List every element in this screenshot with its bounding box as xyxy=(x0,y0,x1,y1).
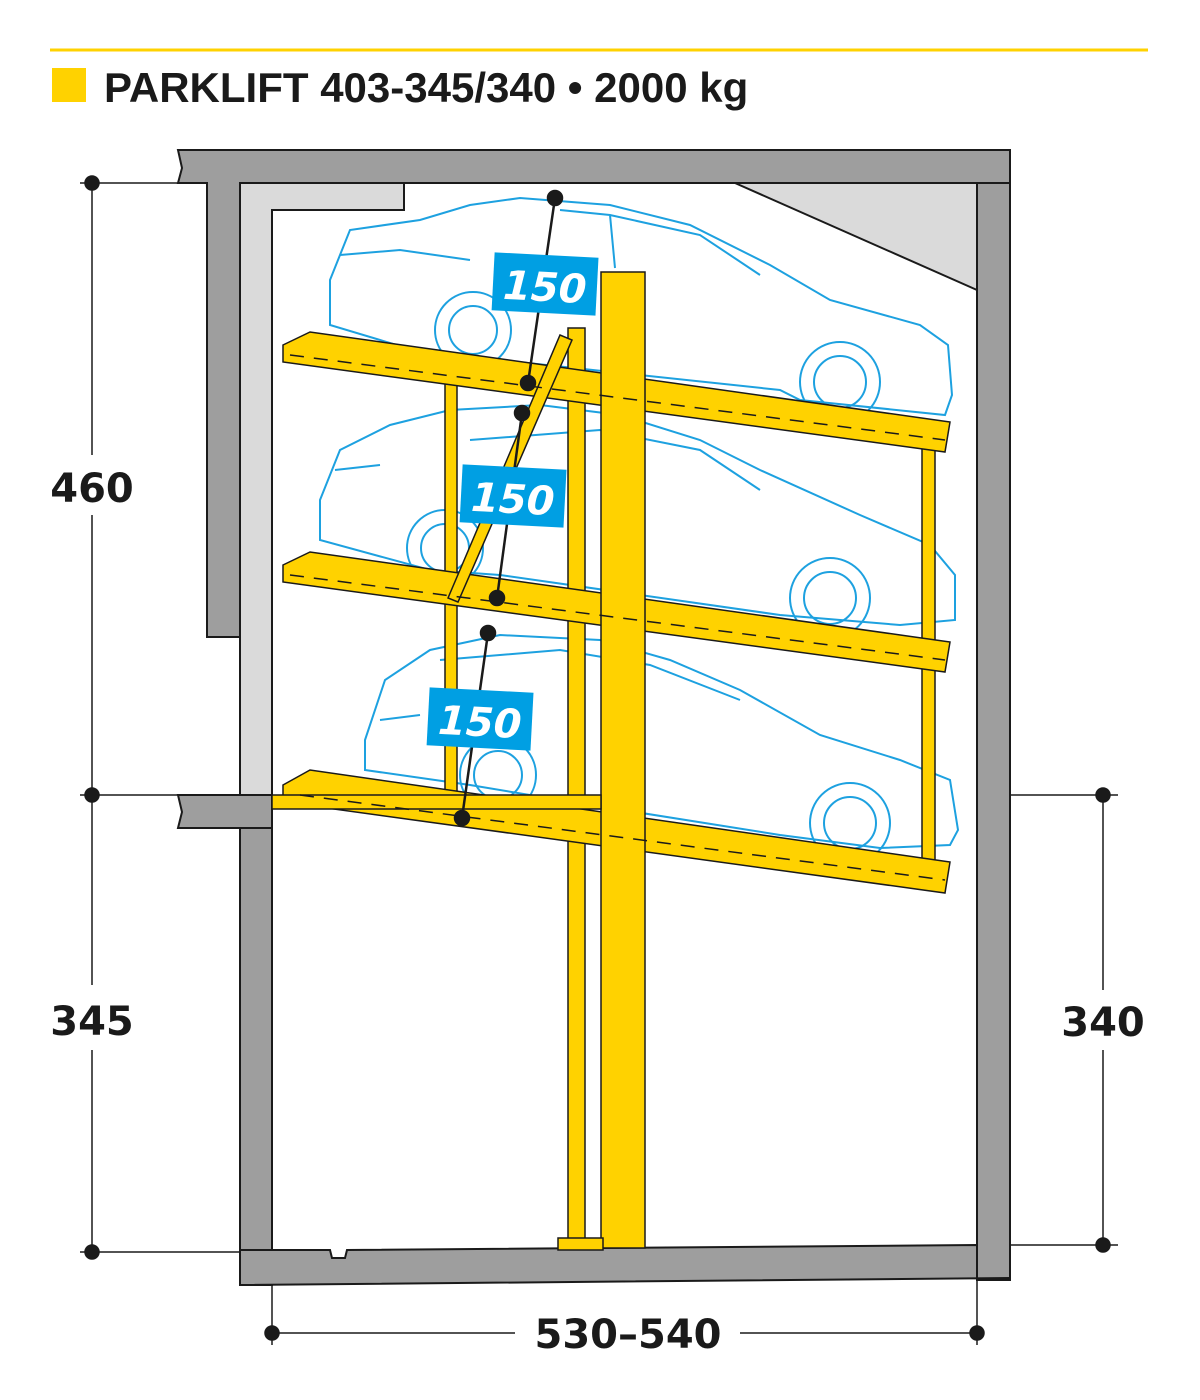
ceiling-bevel xyxy=(734,182,978,292)
dim-pit-depth-right: 340 xyxy=(1061,1000,1145,1046)
dim-width: 530–540 xyxy=(535,1312,722,1358)
pit-floor xyxy=(239,1243,1011,1287)
height-label-bottom: 150 xyxy=(426,687,534,751)
height-label-text: 150 xyxy=(470,475,556,525)
platform-centerlines xyxy=(289,354,946,881)
ceiling-slab xyxy=(176,149,1011,638)
drive-arm xyxy=(271,794,602,810)
lift-structure xyxy=(271,271,951,1251)
building-structure xyxy=(176,149,1011,1287)
upper-lining xyxy=(239,182,405,796)
pit-edge-slab xyxy=(176,794,273,829)
height-label-text: 150 xyxy=(502,263,588,313)
car-top xyxy=(329,196,954,423)
height-label-middle: 150 xyxy=(459,464,567,528)
dim-pit-depth-left: 345 xyxy=(50,999,134,1045)
dimension-lines xyxy=(80,175,1118,1345)
height-label-text: 150 xyxy=(437,698,523,748)
column-base xyxy=(557,1237,604,1251)
title-marker xyxy=(52,68,86,102)
title: PARKLIFT 403-345/340 • 2000 kg xyxy=(104,64,748,111)
pit-left-wall xyxy=(239,827,273,1286)
main-column xyxy=(600,271,646,1249)
dim-upper-height: 460 xyxy=(50,466,134,512)
height-label-top: 150 xyxy=(491,252,599,316)
right-wall xyxy=(976,182,1011,1281)
rear-post xyxy=(567,327,586,1249)
